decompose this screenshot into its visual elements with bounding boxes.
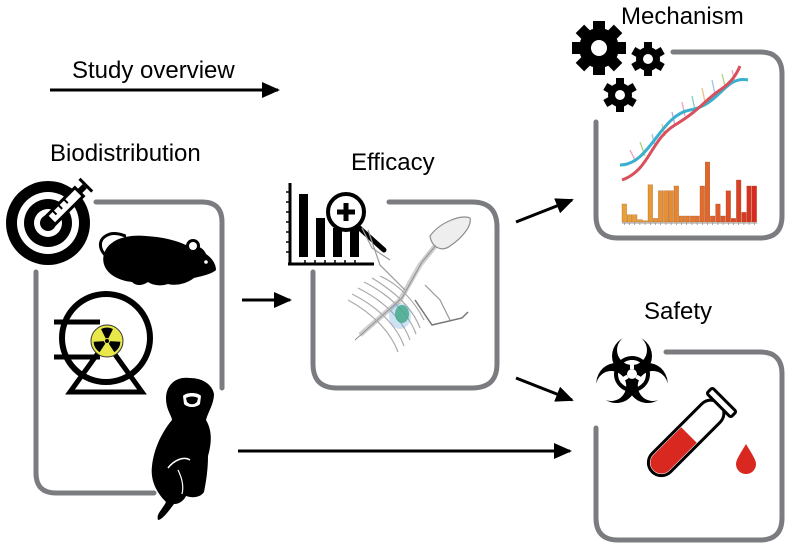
bar-plot-bar: [679, 215, 684, 223]
gears-icon: [572, 21, 665, 112]
bar-plot-bar: [715, 203, 721, 223]
bar-plot-bar: [668, 190, 674, 223]
mechanism-box: [593, 49, 785, 241]
blood-test-tube-icon: [646, 386, 738, 478]
bar-plot-bar: [751, 185, 757, 223]
biohazard-icon: [596, 335, 668, 403]
bar-plot-bar: [731, 218, 736, 223]
blood-drop-icon: [736, 444, 756, 474]
bar-plot-bar: [621, 203, 627, 223]
monkey-icon: [151, 377, 214, 520]
target-syringe-icon: [6, 177, 94, 265]
stage-label-safety: Safety: [644, 298, 713, 325]
bar-plot-bar: [694, 215, 700, 223]
safety-box: [593, 349, 785, 543]
radioactive-wheel-icon: [54, 291, 153, 395]
bar-chart-magnifier-icon: [286, 183, 387, 266]
bar-plot-bar: [653, 218, 658, 223]
bar-plot-bar: [746, 185, 752, 223]
bar-plot-bar: [658, 190, 664, 223]
mouse-icon: [99, 231, 216, 286]
bar-plot-bar: [642, 220, 648, 223]
arrow-efficacy-to-mechanism: [515, 198, 574, 224]
bar-plot-bar: [725, 190, 731, 223]
bar-plot-bar: [632, 214, 638, 223]
efficacy-box: [310, 199, 500, 391]
study-overview-label: Study overview: [72, 57, 235, 84]
dna-helix-icon: [619, 65, 749, 182]
expression-bar-plot: [621, 161, 758, 225]
stage-label-efficacy: Efficacy: [351, 149, 435, 176]
arrow-efficacy-to-safety: [515, 376, 574, 402]
bar-plot-bar: [736, 179, 742, 223]
stage-label-mechanism: Mechanism: [621, 3, 744, 30]
bar-plot-bar: [673, 185, 679, 223]
bar-plot-bar: [741, 212, 747, 223]
mouse-skeleton-scan-image: [347, 216, 471, 353]
bar-plot-bar: [647, 184, 653, 223]
bar-plot-bar: [684, 215, 690, 223]
bar-plot-bar: [627, 214, 632, 223]
bar-plot-bar: [720, 215, 726, 223]
bar-plot-bar: [705, 161, 710, 223]
biodistribution-box: [33, 199, 225, 496]
bar-plot-bar: [663, 190, 669, 223]
bar-plot-bar: [710, 215, 716, 223]
bar-plot-bar: [689, 215, 695, 223]
bar-plot-bar: [637, 219, 643, 223]
bar-plot-bar: [699, 185, 705, 223]
stage-label-biodistribution: Biodistribution: [50, 140, 201, 167]
